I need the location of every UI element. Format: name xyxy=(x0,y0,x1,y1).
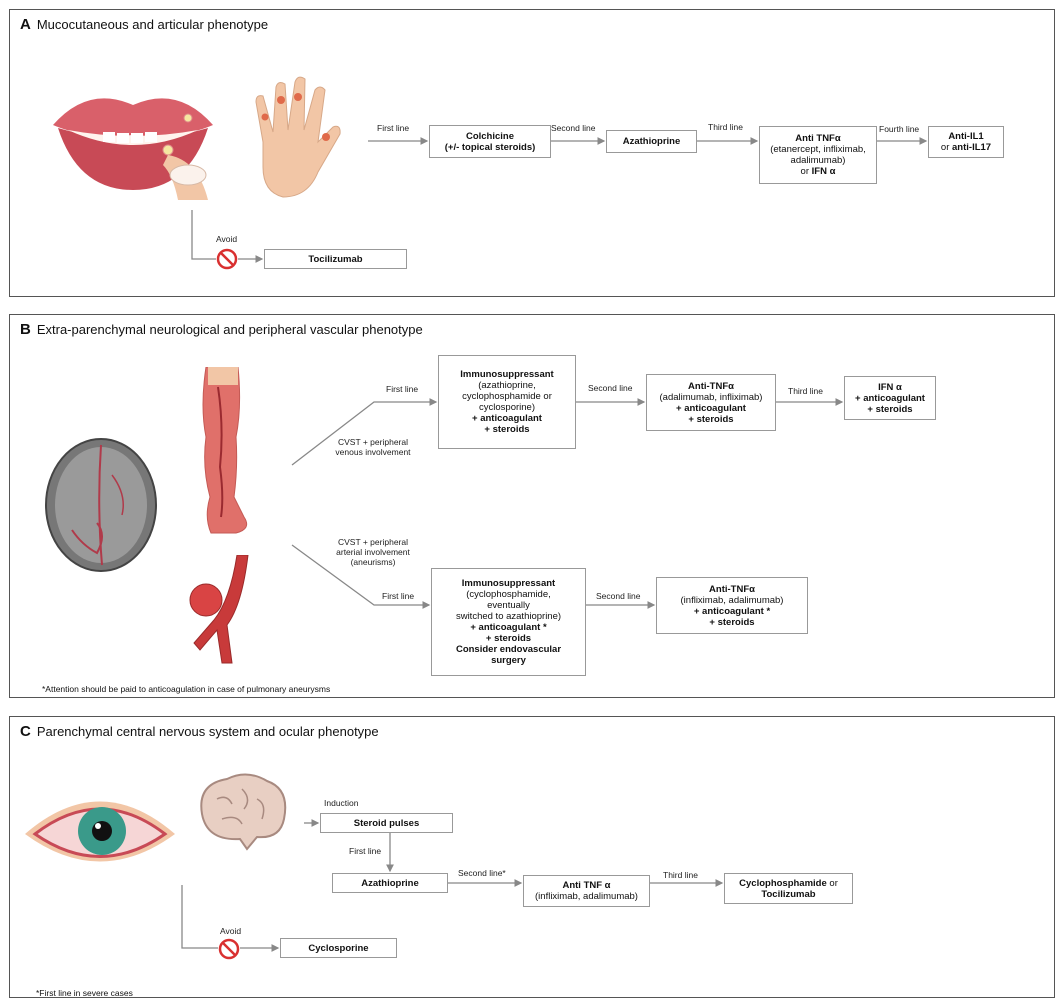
box-steroid-pulses: Steroid pulses xyxy=(320,813,453,833)
panel-b-footnote: *Attention should be paid to anticoagula… xyxy=(42,684,330,694)
label-avoid: Avoid xyxy=(220,926,241,936)
avoid-icon xyxy=(216,248,238,270)
label-first-line-arterial: First line xyxy=(382,591,414,601)
box-colchicine: Colchicine (+/- topical steroids) xyxy=(429,125,551,158)
label-arterial-involvement: CVST + peripheral arterial involvement (… xyxy=(326,537,420,567)
box-ifn: IFN α + anticoagulant + steroids xyxy=(844,376,936,420)
box-cyclosporine: Cyclosporine xyxy=(280,938,397,958)
box-tocilizumab: Tocilizumab xyxy=(264,249,407,269)
box-anti-il: Anti-IL1 or anti-IL17 xyxy=(928,126,1004,158)
brain-illustration xyxy=(192,769,292,859)
box-cyclophosphamide: Cyclophosphamide or Tocilizumab xyxy=(724,873,853,904)
label-second-line-venous: Second line xyxy=(588,383,632,393)
box-immunosuppressant-venous: Immunosuppressant (azathioprine, cycloph… xyxy=(438,355,576,449)
label-first-line: First line xyxy=(377,123,409,133)
box-anti-tnf: Anti TNFα (etanercept, infliximab, adali… xyxy=(759,126,877,184)
leg-illustration xyxy=(196,367,256,537)
label-second-line: Second line* xyxy=(458,868,506,878)
label-third-line-venous: Third line xyxy=(788,386,823,396)
label-fourth-line: Fourth line xyxy=(879,124,919,134)
label-venous-involvement: CVST + peripheral venous involvement xyxy=(326,437,420,457)
label-induction: Induction xyxy=(324,798,359,808)
eye-illustration xyxy=(20,779,180,879)
label-first-line: First line xyxy=(349,846,381,856)
hand-illustration xyxy=(238,72,348,202)
panel-c-footnote: *First line in severe cases xyxy=(36,988,133,998)
label-second-line: Second line xyxy=(551,123,595,133)
avoid-icon xyxy=(218,938,240,960)
lips-illustration xyxy=(48,80,218,200)
box-anti-tnf-arterial: Anti-TNFα (infliximab, adalimumab) + ant… xyxy=(656,577,808,634)
box-azathioprine: Azathioprine xyxy=(606,130,697,153)
label-third-line: Third line xyxy=(663,870,698,880)
label-second-line-arterial: Second line xyxy=(596,591,640,601)
label-avoid: Avoid xyxy=(216,234,237,244)
artery-aneurysm-illustration xyxy=(182,555,262,665)
box-azathioprine: Azathioprine xyxy=(332,873,448,893)
box-immunosuppressant-arterial: Immunosuppressant (cyclophosphamide, eve… xyxy=(431,568,586,676)
label-first-line-venous: First line xyxy=(386,384,418,394)
box-anti-tnf: Anti TNF α (infliximab, adalimumab) xyxy=(523,875,650,907)
label-third-line: Third line xyxy=(708,122,743,132)
skull-illustration xyxy=(42,435,160,575)
box-anti-tnf-venous: Anti-TNFα (adalimumab, infliximab) + ant… xyxy=(646,374,776,431)
